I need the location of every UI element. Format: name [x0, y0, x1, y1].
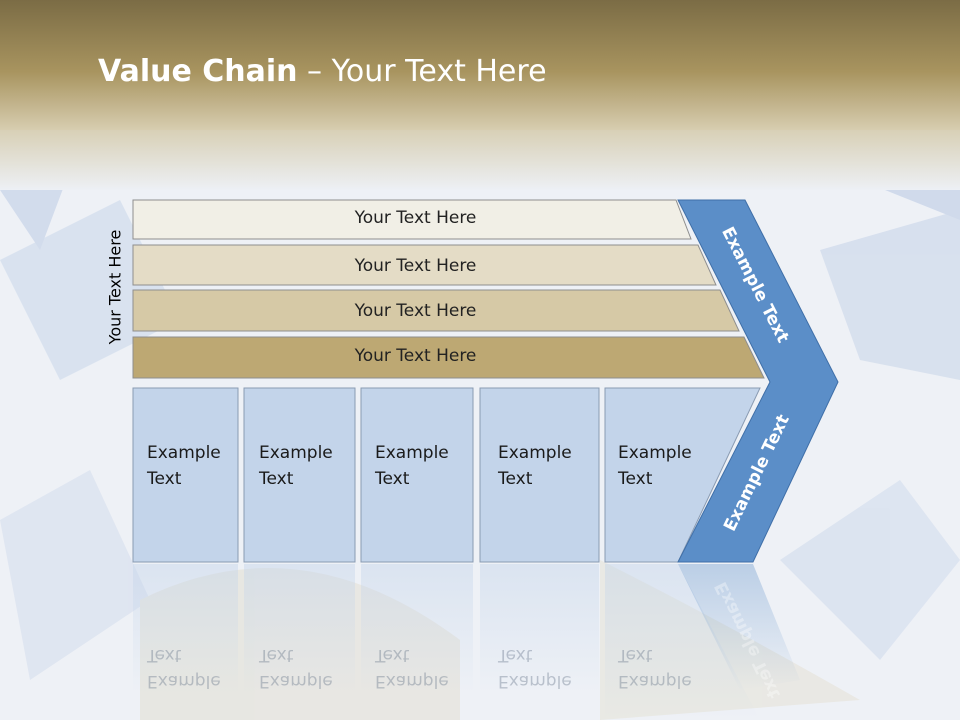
box-4-line2: Text — [498, 469, 533, 489]
box-5-line2: Text — [618, 469, 653, 489]
box-5-text: Example Text — [618, 440, 708, 492]
side-label: Your Text Here — [105, 229, 125, 345]
box-4 — [479, 387, 600, 563]
bar-3 — [132, 289, 740, 332]
chevron-arrow — [677, 199, 839, 563]
box-5-line1: Example — [618, 443, 692, 463]
box-3-text: Example Text — [375, 440, 465, 492]
bar-2 — [132, 244, 717, 286]
bar-1-label: Your Text Here — [354, 208, 477, 228]
bar-4-label: Your Text Here — [354, 346, 477, 366]
bar-3-label: Your Text Here — [354, 301, 477, 321]
box-3-line2: Text — [375, 469, 410, 489]
slide-title: Value Chain – Your Text Here — [98, 54, 547, 89]
title-bold: Value Chain — [98, 54, 298, 89]
box-2-text: Example Text — [259, 440, 349, 492]
box-2-line2: Text — [259, 469, 294, 489]
bar-4 — [132, 336, 765, 379]
box-2 — [243, 387, 356, 563]
bar-1 — [132, 199, 692, 240]
box-4-line1: Example — [498, 443, 572, 463]
box-2-line1: Example — [259, 443, 333, 463]
box-1-line1: Example — [147, 443, 221, 463]
box-3 — [360, 387, 474, 563]
box-4-text: Example Text — [498, 440, 588, 492]
title-rest: – Your Text Here — [297, 54, 547, 89]
box-1-line2: Text — [147, 469, 182, 489]
box-3-line1: Example — [375, 443, 449, 463]
box-1 — [132, 387, 239, 563]
box-1-text: Example Text — [147, 440, 237, 492]
bar-2-label: Your Text Here — [354, 256, 477, 276]
